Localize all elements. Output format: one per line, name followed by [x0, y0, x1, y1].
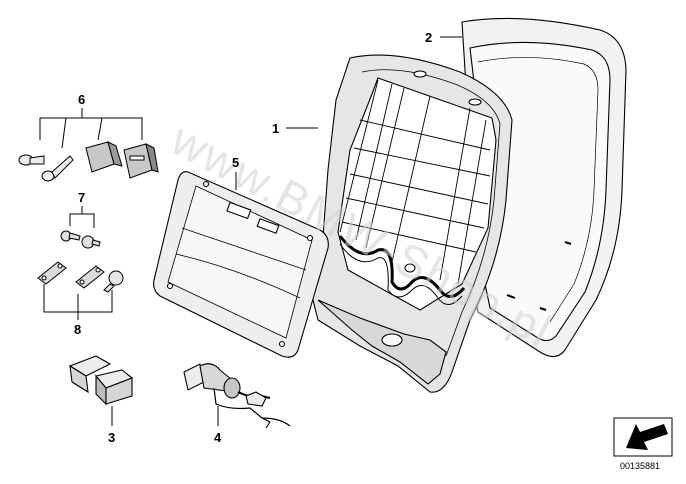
callout-3: 3	[108, 430, 115, 445]
part-4-motor[interactable]	[183, 363, 291, 429]
callout-5: 5	[232, 155, 239, 170]
part-8-nut[interactable]	[103, 270, 124, 293]
callout-8: 8	[74, 322, 81, 337]
reference-number: 00135881	[620, 461, 660, 471]
part-8-bracket-a[interactable]	[37, 261, 67, 285]
leader-lines	[111, 36, 462, 426]
callout-2: 2	[425, 30, 432, 45]
part-5-rear-panel[interactable]	[153, 171, 329, 358]
callout-4: 4	[214, 430, 222, 445]
part-6-screw[interactable]	[41, 155, 74, 182]
part-6-clip-b[interactable]	[123, 143, 159, 179]
part-8-bracket-b[interactable]	[75, 265, 105, 289]
part-6-clip-a[interactable]	[85, 141, 123, 173]
part-6-push-rivet[interactable]	[18, 154, 45, 166]
callout-7: 7	[78, 190, 85, 205]
part-7-group	[69, 206, 95, 228]
part-1-backrest-frame[interactable]	[311, 54, 513, 393]
part-7-bolt-b[interactable]	[81, 235, 101, 249]
part-3-module[interactable]	[68, 355, 134, 406]
orientation-box	[613, 417, 673, 457]
callout-6: 6	[78, 92, 85, 107]
part-7-bolt-a[interactable]	[60, 230, 81, 242]
part-8-group	[43, 284, 113, 320]
part-6-group	[39, 108, 143, 149]
callout-1: 1	[272, 121, 279, 136]
arrow-icon	[626, 424, 668, 450]
